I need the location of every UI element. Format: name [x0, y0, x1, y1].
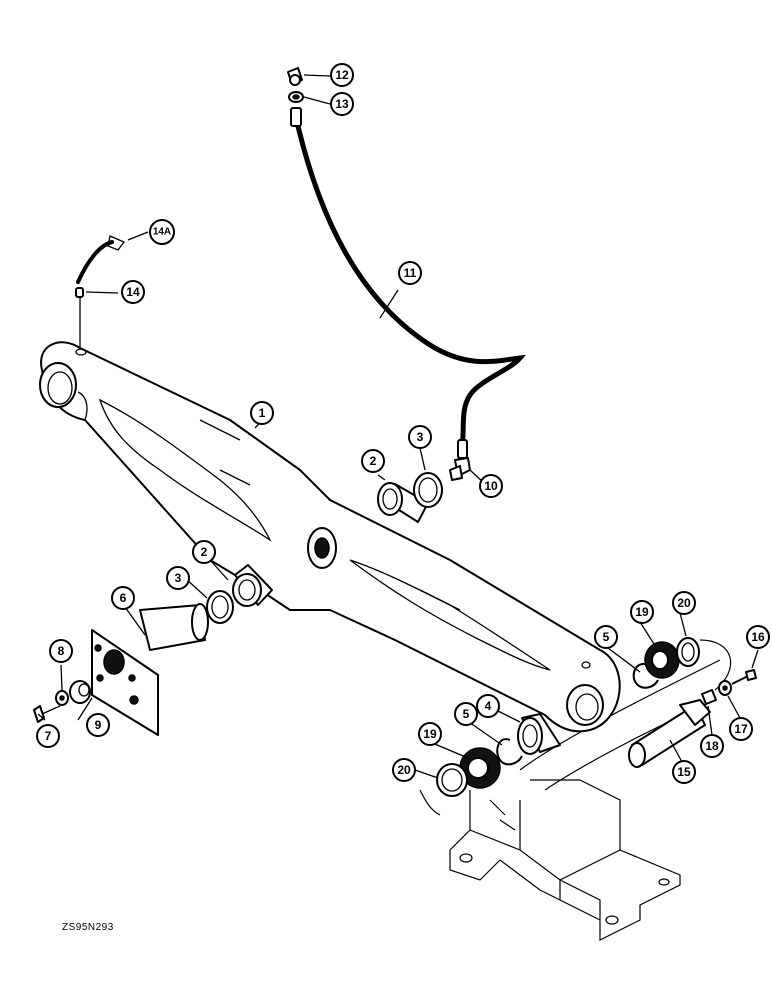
callout-label: 5 [603, 630, 610, 644]
callout-16: 16 [746, 625, 770, 649]
seal-part-3-lower [206, 590, 234, 624]
callout-20-upper: 20 [672, 591, 696, 615]
nut-part-13 [288, 91, 304, 103]
callout-2-upper: 2 [361, 449, 385, 473]
callout-label: 5 [463, 707, 470, 721]
seal-part-20-upper [676, 637, 700, 667]
callout-label: 11 [404, 266, 417, 280]
callout-label: 13 [335, 97, 349, 111]
callout-14a: 14A [149, 219, 175, 245]
callout-label: 15 [677, 765, 691, 779]
callout-label: 9 [95, 718, 102, 732]
bushing-part-2-upper [377, 482, 429, 523]
callout-label: 4 [485, 699, 492, 713]
fitting-part-12 [287, 67, 303, 86]
pin-part-6 [91, 603, 209, 736]
bushing-part-2-lower [232, 564, 273, 607]
callout-label: 12 [335, 68, 349, 82]
callout-3-lower: 3 [166, 566, 190, 590]
callout-18: 18 [700, 734, 724, 758]
callout-19-upper: 19 [630, 600, 654, 624]
snap-ring-part-5-upper [632, 663, 659, 689]
bolt-part-7 [33, 705, 61, 723]
bearing-part-19-upper [644, 641, 680, 679]
seal-part-20-lower [436, 763, 468, 797]
callout-13: 13 [330, 92, 354, 116]
elbow-part-10 [449, 457, 471, 481]
grease-fitting-part-14 [75, 287, 84, 350]
callout-label: 14 [126, 285, 140, 299]
callout-label: 10 [484, 479, 498, 493]
callout-17: 17 [729, 717, 753, 741]
nut-part-18 [701, 689, 717, 705]
callout-7: 7 [36, 724, 60, 748]
callout-label: 3 [175, 571, 182, 585]
callout-label: 8 [58, 644, 65, 658]
callout-14: 14 [121, 280, 145, 304]
callout-1: 1 [250, 401, 274, 425]
callout-19-lower: 19 [418, 722, 442, 746]
callout-3-upper: 3 [408, 425, 432, 449]
callout-label: 17 [734, 722, 748, 736]
callout-20-lower: 20 [392, 758, 416, 782]
support-frame [419, 639, 732, 941]
callout-8: 8 [49, 639, 73, 663]
arm-part-1 [39, 341, 621, 733]
seal-part-3-upper [413, 472, 443, 508]
callout-label: 2 [370, 454, 377, 468]
washer-part-8 [55, 690, 69, 706]
callout-12: 12 [330, 63, 354, 87]
callout-4: 4 [476, 694, 500, 718]
callout-label: 20 [677, 596, 691, 610]
callout-11: 11 [398, 261, 422, 285]
callout-5-upper: 5 [594, 625, 618, 649]
callout-9: 9 [86, 713, 110, 737]
washer-part-17 [718, 680, 732, 696]
snap-ring-part-5-lower [496, 738, 523, 766]
callout-label: 1 [259, 406, 266, 420]
callout-label: 3 [417, 430, 424, 444]
callout-label: 14A [153, 227, 171, 238]
pin-part-15 [628, 699, 711, 768]
bearing-part-19-lower [459, 747, 501, 789]
callout-10: 10 [479, 474, 503, 498]
bolt-part-16 [731, 669, 757, 685]
callout-6: 6 [111, 586, 135, 610]
figure-id: ZS95N293 [62, 922, 114, 933]
callout-label: 2 [201, 545, 208, 559]
callout-label: 7 [45, 729, 52, 743]
callout-label: 20 [397, 763, 411, 777]
callout-label: 19 [635, 605, 649, 619]
callout-15: 15 [672, 760, 696, 784]
callout-2-lower: 2 [192, 540, 216, 564]
callout-label: 19 [423, 727, 437, 741]
spacer-part-9 [69, 680, 91, 704]
callout-label: 18 [705, 739, 719, 753]
callout-label: 16 [751, 630, 765, 644]
callout-5-lower: 5 [454, 702, 478, 726]
hose-part-11 [290, 107, 526, 459]
callout-label: 6 [120, 591, 127, 605]
cap-part-14a [76, 235, 126, 284]
bushing-part-4 [517, 713, 561, 755]
